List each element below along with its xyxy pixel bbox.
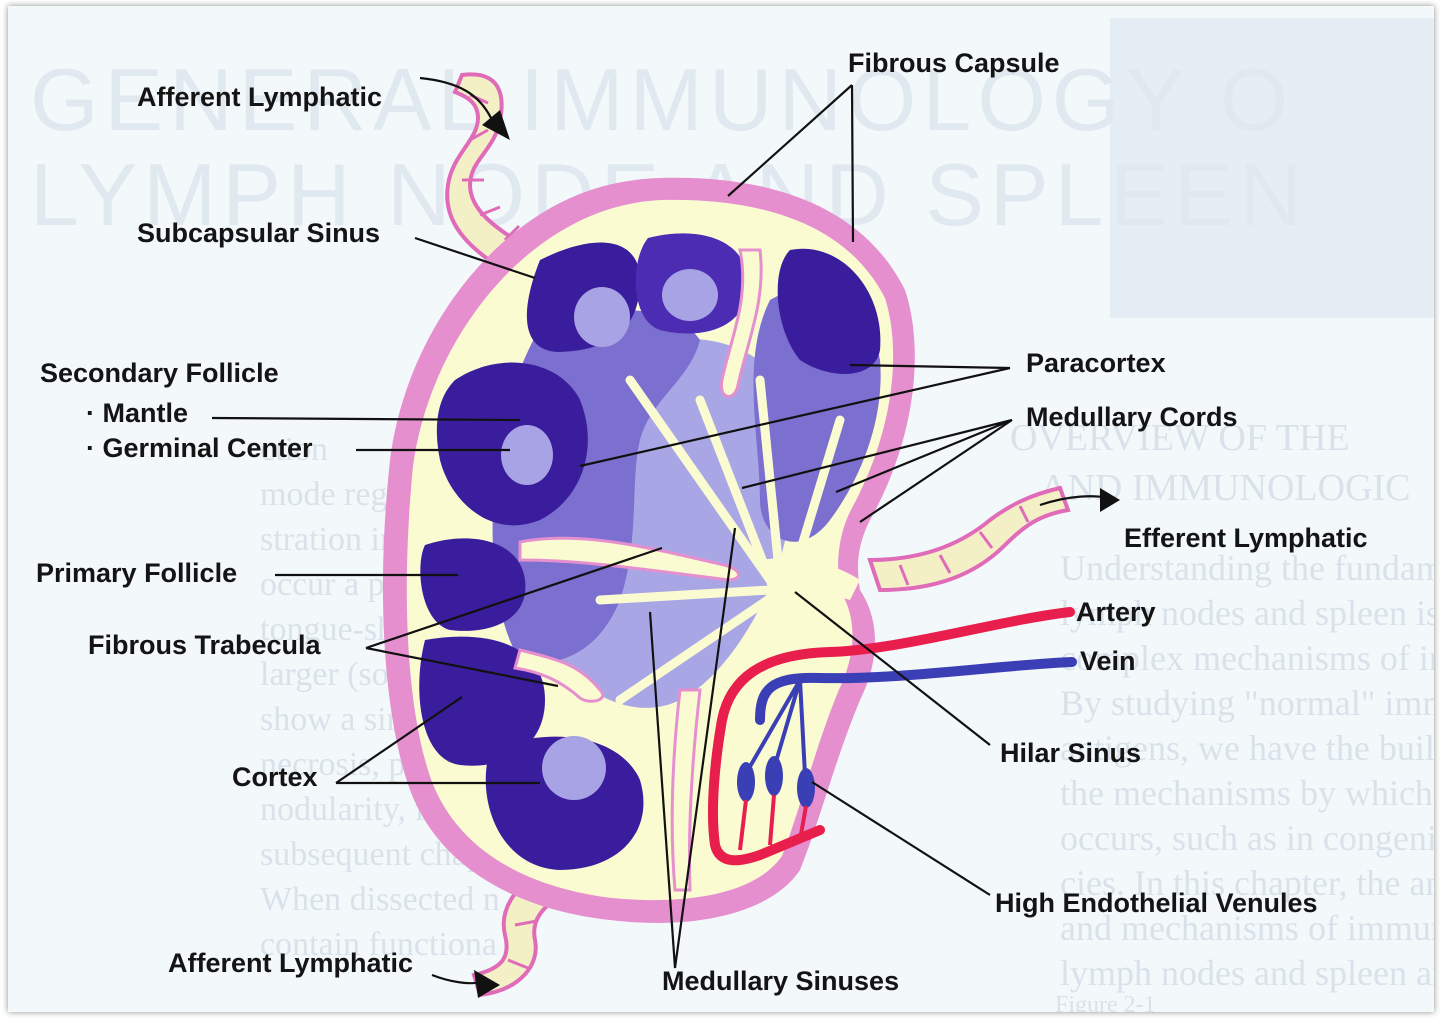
label-paracortex: Paracortex (1026, 348, 1166, 378)
background-right-column-line: occurs, such as in congenital im (1060, 818, 1434, 858)
background-footer-fragment: Figure 2-1 (1055, 992, 1156, 1012)
lymph-node-diagram: GENERAL IMMUNOLOGY O LYMPH NODE AND SPLE… (8, 6, 1434, 1012)
germinal-center-4 (542, 736, 606, 800)
label-afferent-lymphatic-top: Afferent Lymphatic (137, 82, 382, 112)
label-fibrous-capsule: Fibrous Capsule (848, 48, 1060, 78)
background-left-column-line: When dissected n (260, 881, 500, 918)
label-subcapsular-sinus: Subcapsular Sinus (137, 218, 380, 248)
germinal-center-3 (501, 425, 553, 485)
label-medullary-sinuses: Medullary Sinuses (662, 966, 899, 996)
germinal-center-2 (662, 269, 718, 321)
label-fibrous-trabecula: Fibrous Trabecula (88, 630, 322, 660)
background-overview-line-2: AND IMMUNOLOGIC (1040, 467, 1410, 509)
label-germinal-center: · Germinal Center (86, 433, 313, 463)
label-secondary-follicle: Secondary Follicle (40, 358, 279, 388)
label-artery: Artery (1076, 597, 1156, 627)
label-primary-follicle: Primary Follicle (36, 558, 237, 588)
label-efferent-lymphatic: Efferent Lymphatic (1124, 523, 1368, 553)
background-right-column-line: Understanding the fundamental (1060, 548, 1434, 588)
label-hilar-sinus: Hilar Sinus (1000, 738, 1141, 768)
label-medullary-cords: Medullary Cords (1026, 402, 1238, 432)
label-cortex: Cortex (232, 762, 318, 792)
label-high-endothelial-venules: High Endothelial Venules (995, 888, 1318, 918)
label-mantle: · Mantle (86, 398, 188, 428)
hev-2 (765, 756, 783, 796)
background-right-column-line: By studying "normal" immune (1060, 683, 1434, 723)
figure-frame: GENERAL IMMUNOLOGY O LYMPH NODE AND SPLE… (8, 6, 1434, 1012)
germinal-center-1 (574, 287, 630, 347)
background-right-column-line: the mechanisms by which im (1060, 773, 1434, 813)
label-afferent-lymphatic-bottom: Afferent Lymphatic (168, 948, 413, 978)
label-vein: Vein (1080, 646, 1136, 676)
hev-1 (737, 762, 755, 802)
background-right-column-line: lymph nodes and spleen are discussed (1060, 953, 1434, 993)
lymph-node (383, 178, 915, 923)
primary-follicle-shape (420, 538, 525, 631)
hev-3 (797, 768, 815, 808)
efferent-lymphatic-vessel (870, 488, 1068, 590)
